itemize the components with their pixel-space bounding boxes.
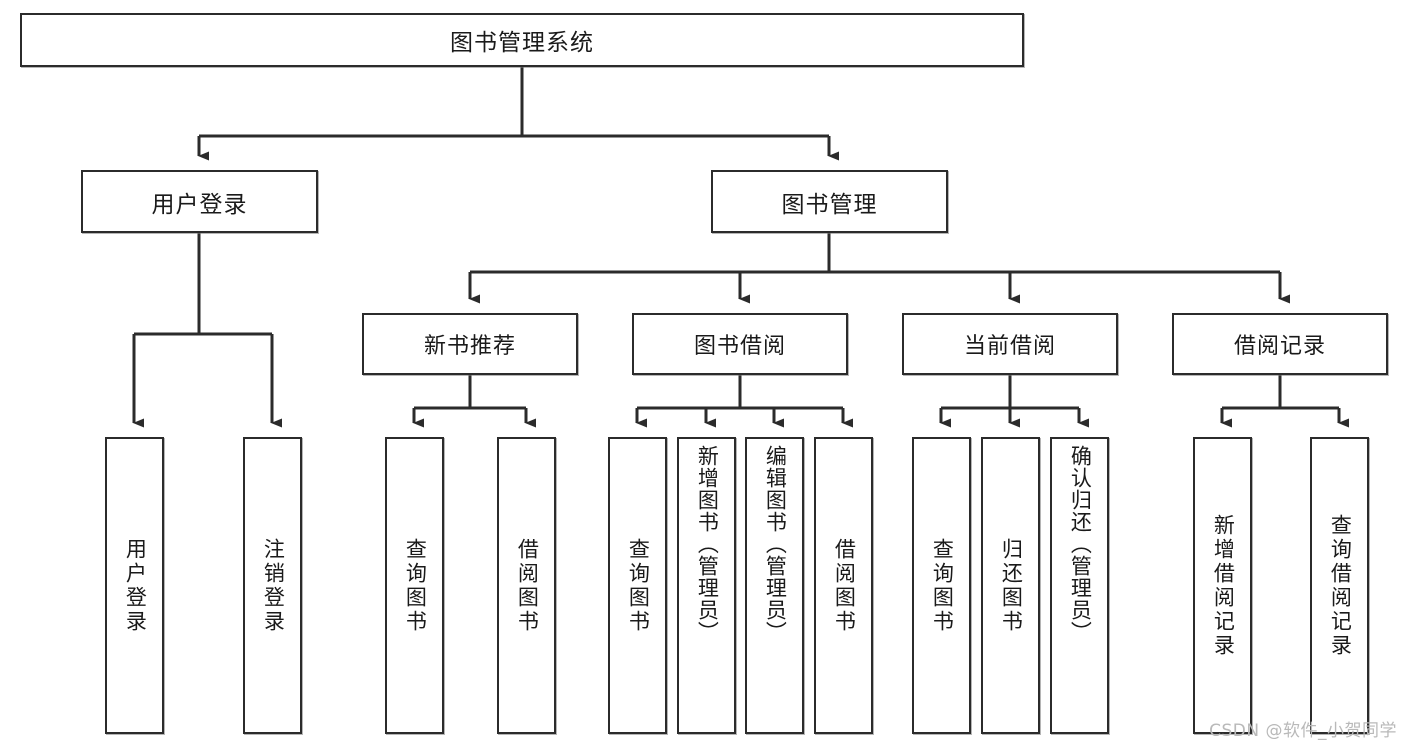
node-leaf-borrowrecord-query-record[interactable]: 查询借阅记录 bbox=[1310, 437, 1369, 734]
node-leaf-label: 查询图书 bbox=[626, 537, 651, 634]
node-leaf-currentborrow-query-book[interactable]: 查询图书 bbox=[912, 437, 971, 734]
node-book-borrow-label: 图书借阅 bbox=[693, 334, 786, 359]
watermark-text: CSDN @软件_小贺同学 bbox=[1209, 721, 1397, 741]
node-leaf-label: 查询图书 bbox=[930, 537, 955, 634]
node-leaf-user-login-logout[interactable]: 注销登录 bbox=[243, 437, 302, 734]
node-leaf-newbook-borrow-book[interactable]: 借阅图书 bbox=[497, 437, 556, 734]
node-leaf-bookborrow-borrow-book[interactable]: 借阅图书 bbox=[814, 437, 873, 734]
node-current-borrow[interactable]: 当前借阅 bbox=[902, 313, 1118, 375]
node-leaf-label: 新增图书（管理员） bbox=[695, 445, 720, 643]
node-user-login-label: 用户登录 bbox=[151, 191, 248, 218]
node-new-book-recommend[interactable]: 新书推荐 bbox=[362, 313, 578, 375]
node-book-management-label: 图书管理 bbox=[781, 191, 878, 218]
node-leaf-label: 借阅图书 bbox=[832, 537, 857, 634]
node-root-label: 图书管理系统 bbox=[450, 30, 594, 56]
node-leaf-label: 归还图书 bbox=[999, 537, 1024, 634]
node-root-book-management-system[interactable]: 图书管理系统 bbox=[20, 13, 1024, 67]
node-leaf-currentborrow-confirm-return-admin[interactable]: 确认归还（管理员） bbox=[1050, 437, 1109, 734]
node-book-borrow[interactable]: 图书借阅 bbox=[632, 313, 848, 375]
node-borrow-record-label: 借阅记录 bbox=[1233, 334, 1326, 359]
node-leaf-borrowrecord-add-record[interactable]: 新增借阅记录 bbox=[1193, 437, 1252, 734]
node-current-borrow-label: 当前借阅 bbox=[963, 334, 1056, 359]
node-leaf-label: 借阅图书 bbox=[515, 537, 540, 634]
node-leaf-label: 确认归还（管理员） bbox=[1068, 445, 1093, 643]
node-leaf-newbook-query-book[interactable]: 查询图书 bbox=[385, 437, 444, 734]
node-leaf-bookborrow-add-book-admin[interactable]: 新增图书（管理员） bbox=[677, 437, 736, 734]
node-leaf-label: 编辑图书（管理员） bbox=[763, 445, 788, 643]
node-leaf-currentborrow-return-book[interactable]: 归还图书 bbox=[981, 437, 1040, 734]
node-borrow-record[interactable]: 借阅记录 bbox=[1172, 313, 1388, 375]
node-leaf-user-login-login[interactable]: 用户登录 bbox=[105, 437, 164, 734]
node-user-login[interactable]: 用户登录 bbox=[81, 170, 318, 233]
node-book-management[interactable]: 图书管理 bbox=[711, 170, 948, 233]
node-leaf-label: 查询图书 bbox=[403, 537, 428, 634]
node-leaf-label: 查询借阅记录 bbox=[1328, 513, 1353, 658]
node-leaf-label: 用户登录 bbox=[123, 537, 148, 634]
node-leaf-label: 注销登录 bbox=[261, 537, 286, 634]
node-new-book-recommend-label: 新书推荐 bbox=[423, 334, 516, 359]
node-leaf-bookborrow-query-book[interactable]: 查询图书 bbox=[608, 437, 667, 734]
node-leaf-label: 新增借阅记录 bbox=[1211, 513, 1236, 658]
node-leaf-bookborrow-edit-book-admin[interactable]: 编辑图书（管理员） bbox=[745, 437, 804, 734]
